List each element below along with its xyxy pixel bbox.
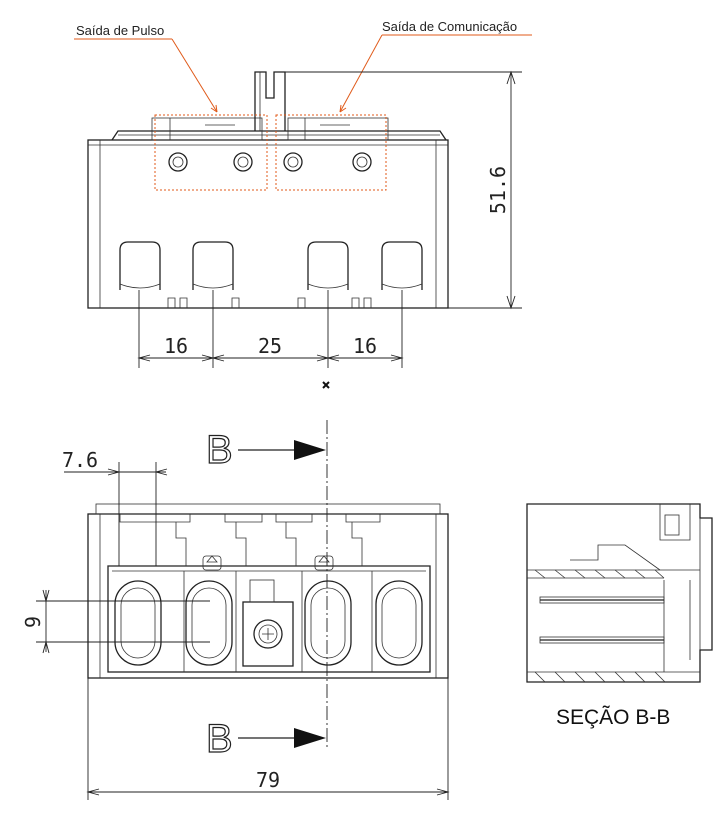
top-dimensions: 51.6 16 25 16 xyxy=(137,70,522,368)
front-view-body xyxy=(87,513,449,679)
mounting-screw xyxy=(242,579,294,667)
top-cable-entry-3 xyxy=(307,241,349,290)
pulse-screw-right xyxy=(233,152,253,172)
top-cable-entry-1 xyxy=(119,241,161,290)
cross-marker xyxy=(322,381,330,389)
top-view-body xyxy=(87,139,449,309)
top-cable-entry-2 xyxy=(192,241,234,290)
section-view xyxy=(526,503,713,683)
dim-slot-pitch: 9 xyxy=(21,616,45,628)
front-view xyxy=(87,503,449,679)
arrow-right-icon xyxy=(294,728,326,748)
comm-output-box xyxy=(275,114,387,191)
section-title: SEÇÃO B-B xyxy=(556,706,671,729)
lock-icon xyxy=(202,555,222,571)
dim-spacing-middle: 25 xyxy=(258,334,282,358)
pulse-output-label: Saída de Pulso xyxy=(76,23,165,38)
dim-spacing-right: 16 xyxy=(353,334,377,358)
front-dimensions: 7.6 9 79 xyxy=(21,448,450,800)
pulse-output-box xyxy=(154,114,268,191)
dim-spacing-left: 16 xyxy=(164,334,188,358)
pulse-screw-left xyxy=(168,152,188,172)
front-slot-2 xyxy=(185,580,233,666)
section-markers: B B xyxy=(205,420,328,762)
dim-slot-offset: 7.6 xyxy=(62,448,98,472)
section-letter-bottom: B xyxy=(206,717,233,761)
comm-screw-right xyxy=(352,152,372,172)
dim-overall-width: 79 xyxy=(256,768,280,792)
top-view xyxy=(74,34,532,309)
arrow-right-icon xyxy=(294,440,326,460)
dim-height: 51.6 xyxy=(486,166,510,214)
comm-output-label: Saída de Comunicação xyxy=(382,19,518,34)
comm-screw-left xyxy=(283,152,303,172)
top-cable-entry-4 xyxy=(381,241,423,290)
front-slot-4 xyxy=(375,580,423,666)
section-letter-top: B xyxy=(206,428,233,472)
lock-icon xyxy=(314,555,334,571)
front-slot-3 xyxy=(304,580,352,666)
front-slot-1 xyxy=(114,580,162,666)
